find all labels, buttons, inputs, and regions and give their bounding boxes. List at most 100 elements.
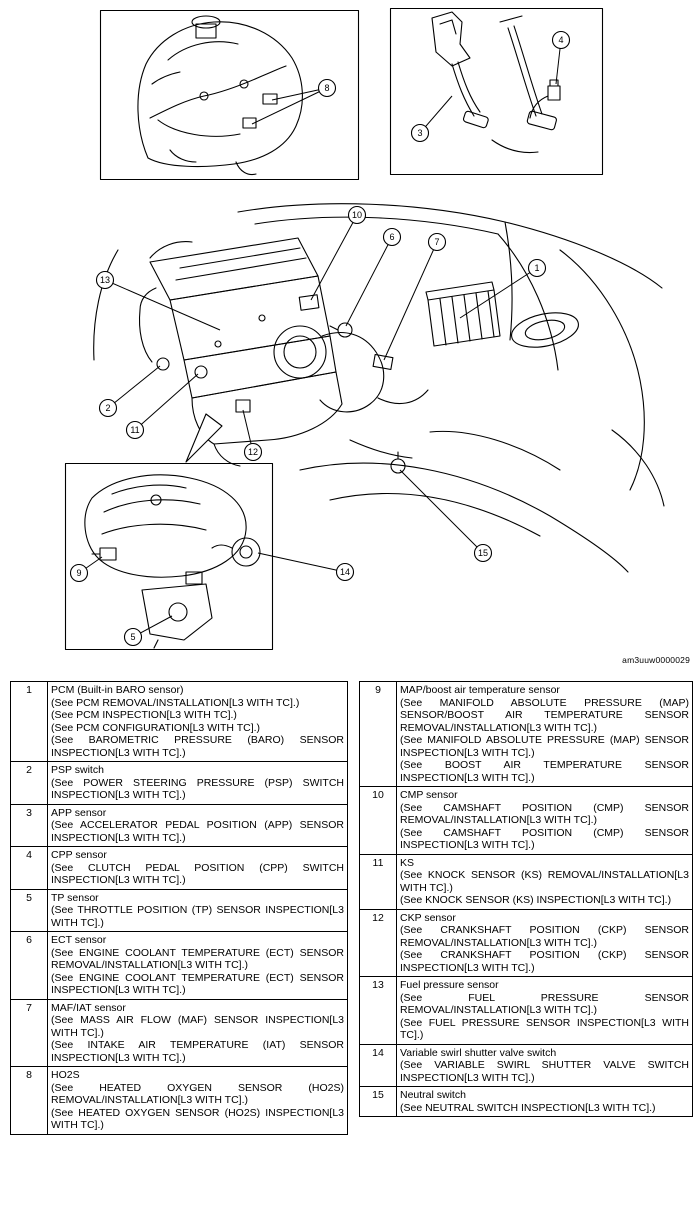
callout-circle-7 (427, 232, 447, 252)
callout-circle-15 (473, 543, 493, 563)
figure-frame-pedals (389, 7, 604, 176)
callout-circle-8 (317, 78, 337, 98)
see-reference: (See PCM CONFIGURATION[L3 WITH TC].) (51, 721, 261, 734)
see-reference: (See FUEL PRESSURE SENSOR REMOVAL/INSTAL… (400, 991, 689, 1017)
engine-compartment-figure (93, 203, 665, 573)
item-name: Variable swirl shutter valve switch (400, 1046, 557, 1059)
callout-number: 9 (76, 568, 81, 578)
see-reference: (See INTAKE AIR TEMPERATURE (IAT) SENSOR… (51, 1039, 344, 1064)
item-name: PSP switch (51, 764, 104, 776)
callout-number: 1 (534, 263, 539, 273)
zoom-arrow (185, 413, 223, 463)
see-reference: (See BOOST AIR TEMPERATURE SENSOR INSPEC… (400, 759, 689, 784)
callout-leader-line (345, 236, 393, 327)
item-description: Variable swirl shutter valve switch(See … (397, 1045, 692, 1087)
item-number: 3 (11, 804, 48, 846)
callout-circle-12 (243, 442, 263, 462)
item-name: MAF/IAT sensor (51, 1001, 126, 1014)
callout-number: 4 (558, 35, 563, 45)
callout-number: 15 (478, 548, 488, 558)
item-description: PSP switch(See POWER STEERING PRESSURE (… (48, 762, 347, 804)
item-name: MAP/boost air temperature sensor (400, 684, 560, 696)
see-reference: (See CAMSHAFT POSITION (CMP) SENSOR INSP… (400, 826, 689, 852)
callout-circle-9 (69, 563, 89, 583)
item-description: CKP sensor(See CRANKSHAFT POSITION (CKP)… (397, 910, 692, 977)
item-number: 5 (11, 889, 48, 931)
see-reference: (See KNOCK SENSOR (KS) INSPECTION[L3 WIT… (400, 894, 672, 906)
see-reference: (See PCM REMOVAL/INSTALLATION[L3 WITH TC… (51, 696, 300, 709)
item-description: CPP sensor(See CLUTCH PEDAL POSITION (CP… (48, 847, 347, 889)
see-reference: (See BAROMETRIC PRESSURE (BARO) SENSOR I… (51, 734, 344, 759)
item-number: 1 (11, 682, 48, 761)
item-description: CMP sensor(See CAMSHAFT POSITION (CMP) S… (397, 787, 692, 854)
item-number: 15 (360, 1087, 397, 1116)
see-reference: (See CAMSHAFT POSITION (CMP) SENSOR REMO… (400, 801, 689, 827)
callout-circle-2 (98, 398, 118, 418)
see-reference: (See PCM INSPECTION[L3 WITH TC].) (51, 709, 237, 721)
item-name: ECT sensor (51, 934, 107, 946)
callout-circle-4 (551, 30, 571, 50)
callout-number: 8 (324, 83, 329, 93)
see-reference: (See HEATED OXYGEN SENSOR (HO2S) REMOVAL… (51, 1081, 344, 1107)
see-reference: (See CRANKSHAFT POSITION (CKP) SENSOR IN… (400, 949, 689, 974)
item-description: APP sensor(See ACCELERATOR PEDAL POSITIO… (48, 805, 347, 847)
callout-leader-line (104, 279, 221, 331)
callout-circle-3 (410, 123, 430, 143)
item-number: 6 (11, 932, 48, 999)
callout-number: 14 (340, 567, 350, 577)
callout-leader-line (107, 365, 161, 409)
callout-number: 6 (389, 232, 394, 242)
item-number: 2 (11, 762, 48, 804)
see-reference: (See CRANKSHAFT POSITION (CKP) SENSOR RE… (400, 924, 689, 949)
callout-number: 2 (105, 403, 110, 413)
item-number: 14 (360, 1044, 397, 1086)
item-description: MAP/boost air temperature sensor(See MAN… (397, 682, 692, 786)
item-name: CMP sensor (400, 789, 458, 801)
intake-manifold-figure (84, 474, 261, 649)
callout-circle-13 (95, 270, 115, 290)
item-name: TP sensor (51, 891, 99, 904)
see-reference: (See VARIABLE SWIRL SHUTTER VALVE SWITCH… (400, 1059, 689, 1084)
item-number: 11 (360, 854, 397, 909)
callout-number: 13 (100, 275, 110, 285)
callout-number: 12 (248, 447, 258, 457)
callout-number: 7 (434, 237, 439, 247)
pedals-figure (431, 11, 561, 154)
item-number: 12 (360, 909, 397, 976)
item-description: TP sensor(See THROTTLE POSITION (TP) SEN… (48, 890, 347, 932)
item-number: 8 (11, 1067, 48, 1134)
item-description: Neutral switch(See NEUTRAL SWITCH INSPEC… (397, 1087, 692, 1116)
item-number: 10 (360, 787, 397, 854)
see-reference: (See CLUTCH PEDAL POSITION (CPP) SWITCH … (51, 861, 344, 887)
callout-leader-line (271, 87, 328, 101)
see-reference: (See MASS AIR FLOW (MAF) SENSOR INSPECTI… (51, 1014, 344, 1039)
callout-leader-line (310, 214, 358, 301)
item-name: Fuel pressure sensor (400, 979, 499, 991)
see-reference: (See FUEL PRESSURE SENSOR INSPECTION[L3 … (400, 1016, 689, 1042)
see-reference: (See KNOCK SENSOR (KS) REMOVAL/INSTALLAT… (400, 869, 689, 894)
see-reference: (See POWER STEERING PRESSURE (PSP) SWITC… (51, 776, 344, 802)
item-name: Neutral switch (400, 1089, 466, 1101)
callout-leader-line (251, 87, 328, 125)
item-name: PCM (Built-in BARO sensor) (51, 684, 184, 696)
item-number: 13 (360, 977, 397, 1044)
figure-frame-washer-reservoir (99, 9, 360, 181)
item-description: KS(See KNOCK SENSOR (KS) REMOVAL/INSTALL… (397, 855, 692, 909)
item-number: 4 (11, 847, 48, 889)
item-description: ECT sensor(See ENGINE COOLANT TEMPERATUR… (48, 932, 347, 999)
